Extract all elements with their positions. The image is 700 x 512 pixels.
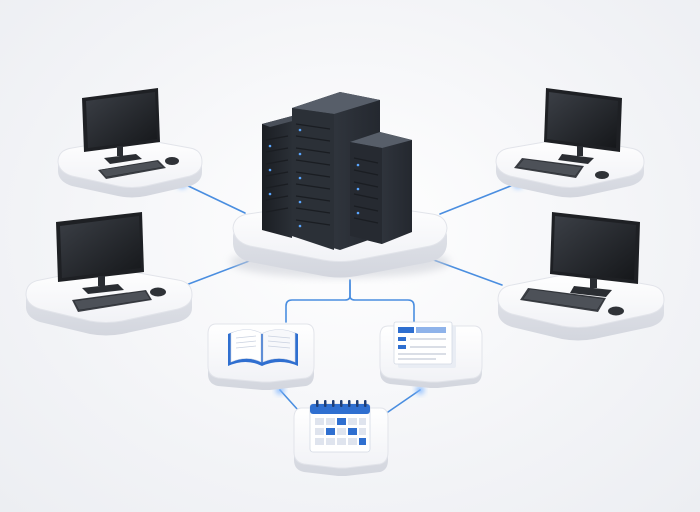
document-icon: [393, 321, 456, 368]
desktop-computer-icon: [56, 212, 166, 312]
client-node-mid-right: [497, 212, 665, 341]
desktop-computer-icon: [520, 212, 640, 316]
connector-document-calendar: [387, 389, 421, 413]
connector-to-document: [349, 279, 415, 323]
connector-book-calendar: [279, 389, 299, 411]
desktop-computer-icon: [514, 88, 622, 179]
connector-lines: [181, 182, 519, 413]
resource-node-document: [379, 321, 483, 388]
client-node-top-left: [57, 88, 203, 198]
open-book-icon: [228, 329, 298, 366]
desktop-computer-icon: [82, 88, 179, 179]
server-rack-icon: [262, 92, 412, 250]
connector-top-left: [181, 182, 246, 214]
server-node: [230, 92, 450, 278]
client-node-mid-left: [25, 212, 193, 336]
calendar-icon: [309, 400, 371, 453]
client-node-top-right: [495, 88, 645, 198]
resource-node-calendar: [293, 400, 389, 476]
connector-top-right: [439, 182, 519, 215]
resource-node-book: [207, 323, 315, 390]
connector-to-book: [285, 279, 351, 323]
